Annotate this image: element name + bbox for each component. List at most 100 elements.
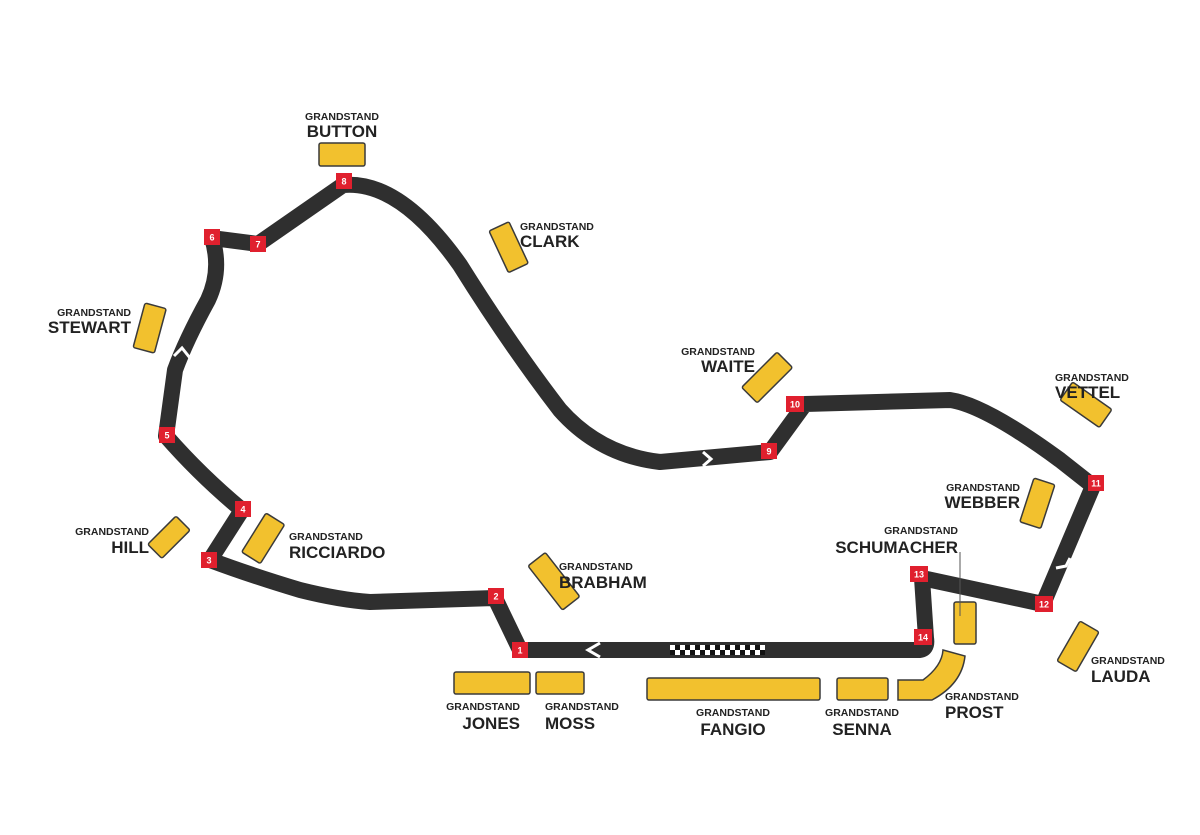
- turn-marker-3[interactable]: 3: [201, 552, 217, 568]
- grandstand-stewart[interactable]: [132, 302, 167, 354]
- label-senna: SENNA: [832, 720, 892, 739]
- kicker: GRANDSTAND: [520, 221, 594, 233]
- checker-cell: [750, 645, 755, 650]
- checker-cell: [725, 645, 730, 650]
- turn-marker-11[interactable]: 11: [1088, 475, 1104, 491]
- checker-cell: [670, 650, 675, 655]
- grandstand-webber[interactable]: [1019, 477, 1056, 529]
- label-vettel: VETTEL: [1055, 383, 1120, 402]
- checker-cell: [710, 650, 715, 655]
- turn-marker-1[interactable]: 1: [512, 642, 528, 658]
- checker-cell: [695, 645, 700, 650]
- checker-cell: [755, 645, 760, 650]
- svg-text:13: 13: [914, 570, 924, 580]
- kicker: GRANDSTAND: [446, 701, 520, 713]
- checker-cell: [740, 645, 745, 650]
- kicker: GRANDSTAND: [681, 346, 755, 358]
- checker-cell: [735, 650, 740, 655]
- turn-marker-12[interactable]: 12: [1035, 596, 1053, 612]
- kicker: GRANDSTAND: [545, 701, 619, 713]
- turn-marker-10[interactable]: 10: [786, 396, 804, 412]
- grandstand-prost[interactable]: [897, 649, 966, 701]
- label-prost: PROST: [945, 703, 1004, 722]
- grandstand-hill[interactable]: [147, 516, 191, 559]
- svg-text:12: 12: [1039, 600, 1049, 610]
- grandstand-senna[interactable]: [836, 677, 889, 701]
- checker-cell: [705, 650, 710, 655]
- checker-cell: [690, 645, 695, 650]
- svg-text:10: 10: [790, 400, 800, 410]
- grandstand-vettel[interactable]: [1060, 382, 1112, 428]
- turn-marker-14[interactable]: 14: [914, 629, 932, 645]
- grandstand-lauda[interactable]: [1056, 620, 1100, 672]
- grandstand-fangio[interactable]: [646, 677, 821, 701]
- direction-arrow: [172, 345, 192, 359]
- direction-arrow: [702, 450, 714, 468]
- label-ricciardo: RICCIARDO: [289, 543, 385, 562]
- grandstand-button[interactable]: [318, 142, 366, 167]
- checker-cell: [715, 650, 720, 655]
- checker-cell: [730, 645, 735, 650]
- label-clark: CLARK: [520, 232, 580, 251]
- turn-markers: 1 2 3 4 5 6 7 8 9 10 11 12 13 14: [159, 173, 1104, 658]
- turn-marker-5[interactable]: 5: [159, 427, 175, 443]
- checker-cell: [680, 650, 685, 655]
- kicker: GRANDSTAND: [945, 691, 1019, 703]
- label-hill: HILL: [111, 538, 149, 557]
- kicker: GRANDSTAND: [559, 561, 633, 573]
- checker-cell: [685, 645, 690, 650]
- checker-cell: [745, 650, 750, 655]
- grandstand-moss[interactable]: [535, 671, 585, 695]
- svg-text:2: 2: [493, 592, 498, 602]
- kicker: GRANDSTAND: [289, 531, 363, 543]
- turn-marker-8[interactable]: 8: [336, 173, 352, 189]
- checker-cell: [720, 645, 725, 650]
- grandstand-waite[interactable]: [741, 352, 793, 403]
- turn-marker-2[interactable]: 2: [488, 588, 504, 604]
- checker-cell: [735, 645, 740, 650]
- checker-cell: [750, 650, 755, 655]
- checker-cell: [700, 650, 705, 655]
- checker-cell: [725, 650, 730, 655]
- checker-cell: [700, 645, 705, 650]
- start-finish-line: [670, 645, 765, 655]
- checker-cell: [675, 645, 680, 650]
- direction-arrows: [172, 345, 1072, 659]
- svg-text:1: 1: [517, 646, 522, 656]
- turn-marker-6[interactable]: 6: [204, 229, 220, 245]
- checker-cell: [690, 650, 695, 655]
- turn-marker-13[interactable]: 13: [910, 566, 928, 582]
- kicker: GRANDSTAND: [946, 482, 1020, 494]
- kicker: GRANDSTAND: [1091, 655, 1165, 667]
- checker-cell: [760, 650, 765, 655]
- checker-cell: [670, 645, 675, 650]
- grandstand-jones[interactable]: [453, 671, 531, 695]
- grandstand-ricciardo[interactable]: [241, 513, 285, 564]
- grandstand-clark[interactable]: [488, 221, 529, 273]
- checker-cell: [685, 650, 690, 655]
- svg-text:9: 9: [766, 447, 771, 457]
- grandstand-schumacher[interactable]: [953, 601, 977, 645]
- checker-cell: [760, 645, 765, 650]
- direction-arrow: [1055, 557, 1072, 570]
- label-brabham: BRABHAM: [559, 573, 647, 592]
- kicker: GRANDSTAND: [825, 707, 899, 719]
- direction-arrow: [585, 641, 601, 659]
- kicker: GRANDSTAND: [57, 307, 131, 319]
- label-fangio: FANGIO: [700, 720, 765, 739]
- turn-marker-4[interactable]: 4: [235, 501, 251, 517]
- svg-text:4: 4: [240, 505, 245, 515]
- grandstand-labels: GRANDSTAND BUTTON GRANDSTAND CLARK GRAND…: [48, 111, 1165, 739]
- checker-cell: [675, 650, 680, 655]
- checker-cell: [755, 650, 760, 655]
- checker-cell: [745, 645, 750, 650]
- turn-marker-7[interactable]: 7: [250, 236, 266, 252]
- svg-text:7: 7: [255, 240, 260, 250]
- label-button: BUTTON: [307, 122, 378, 141]
- grandstand-brabham[interactable]: [528, 552, 580, 611]
- checker-cell: [680, 645, 685, 650]
- label-moss: MOSS: [545, 714, 595, 733]
- svg-text:11: 11: [1091, 479, 1101, 489]
- turn-marker-9[interactable]: 9: [761, 443, 777, 459]
- label-jones: JONES: [462, 714, 520, 733]
